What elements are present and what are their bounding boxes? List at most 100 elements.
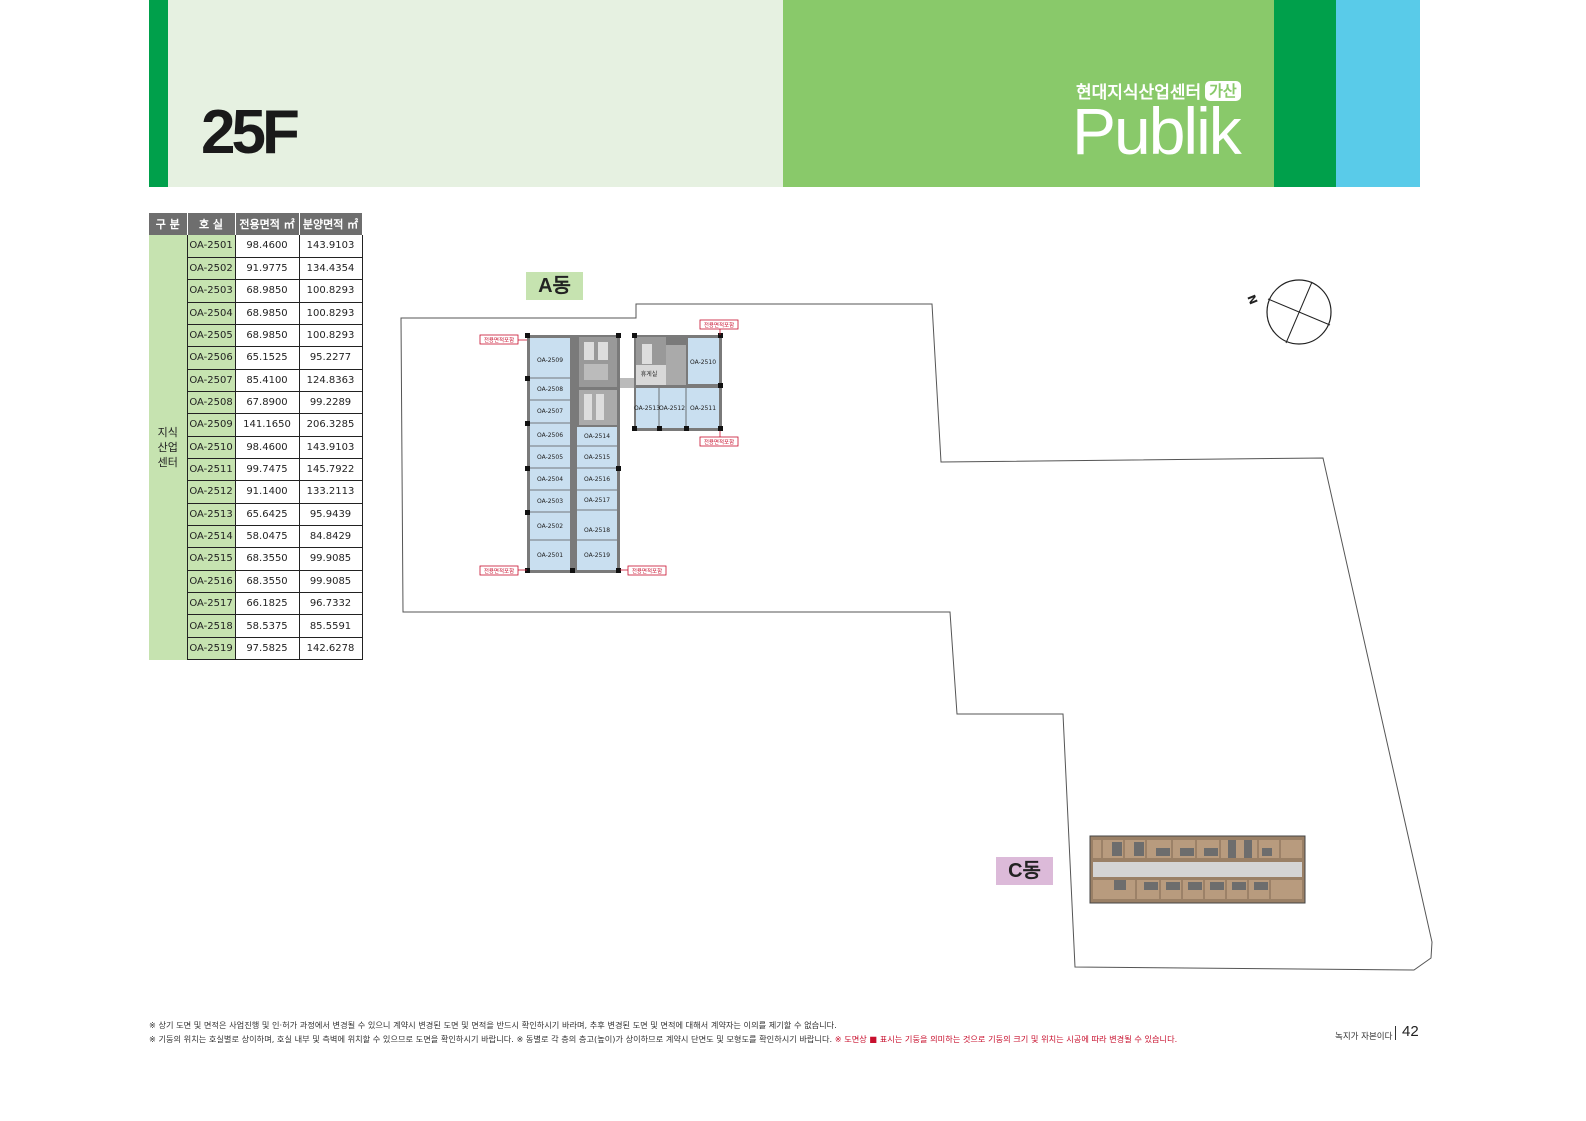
exclusive-area-cell: 98.4600: [235, 436, 300, 459]
site-outline: [400, 303, 1433, 971]
room-cell: OA-2510: [187, 436, 236, 459]
room-cell: OA-2517: [187, 592, 236, 616]
room-cell: OA-2503: [187, 279, 236, 303]
plan-unit-2508: OA-2508: [537, 386, 563, 393]
exclusive-area-cell: 91.9775: [235, 257, 300, 281]
exclusive-area-cell: 67.8900: [235, 391, 300, 415]
exclusive-area-cell: 98.4600: [235, 235, 300, 258]
room-cell: OA-2518: [187, 614, 236, 638]
disclaimer-note-column: ※ 도면상 ■ 표시는 기둥을 의미하는 것으로 기둥의 크기 및 위치는 시공…: [834, 1034, 1178, 1044]
room-cell: OA-2511: [187, 458, 236, 482]
sale-area-cell: 95.9439: [299, 503, 363, 526]
plan-unit-2507: OA-2507: [537, 408, 563, 415]
plan-unit-2505: OA-2505: [537, 454, 563, 461]
room-cell: OA-2507: [187, 369, 236, 392]
building-a-floorplan: OA-2509 OA-2508 OA-2507 OA-2506 OA-2505 …: [479, 319, 739, 576]
room-cell: OA-2519: [187, 637, 236, 661]
compass-icon: N: [1244, 279, 1332, 345]
room-cell: OA-2508: [187, 391, 236, 415]
floor-title: 25F: [201, 98, 300, 167]
sale-area-cell: 84.8429: [299, 525, 363, 549]
footer-slogan: 녹지가 자본이다: [1335, 1032, 1393, 1042]
exclusive-area-cell: 68.3550: [235, 570, 300, 594]
table-header-row: 구 분 호 실 전용면적 ㎡ 분양면적 ㎡: [149, 213, 363, 235]
exclusive-area-cell: 68.9850: [235, 279, 300, 303]
room-cell: OA-2513: [187, 503, 236, 526]
header-brand-panel: [783, 0, 1274, 187]
room-cell: OA-2505: [187, 324, 236, 348]
col-header-room: 호 실: [187, 213, 236, 235]
plan-unit-2515: OA-2515: [584, 454, 610, 461]
room-cell: OA-2516: [187, 570, 236, 594]
sale-area-cell: 145.7922: [299, 458, 363, 482]
sale-area-cell: 206.3285: [299, 413, 363, 437]
brand-subtitle-text: 현대지식산업센터: [1076, 83, 1202, 103]
sale-area-cell: 99.9085: [299, 547, 363, 571]
col-header-category: 구 분: [149, 213, 188, 235]
exclusive-area-cell: 65.6425: [235, 503, 300, 526]
room-cell: OA-2504: [187, 302, 236, 325]
sale-area-cell: 143.9103: [299, 436, 363, 459]
building-a-label: A동: [526, 272, 583, 300]
header-panel: [168, 0, 783, 187]
plan-lounge-label: 휴게실: [641, 370, 658, 378]
room-cell: OA-2512: [187, 480, 236, 504]
plan-unit-2502: OA-2502: [537, 523, 563, 530]
area-tag-5: 전용면적포함: [632, 567, 662, 575]
sale-area-cell: 85.5591: [299, 614, 363, 638]
sale-area-cell: 95.2277: [299, 346, 363, 370]
exclusive-area-cell: 58.0475: [235, 525, 300, 549]
plan-unit-2511: OA-2511: [690, 405, 716, 412]
room-cell: OA-2509: [187, 413, 236, 437]
area-tag-2: 전용면적포함: [704, 321, 734, 329]
building-c-label: C동: [996, 857, 1053, 885]
sale-area-cell: 143.9103: [299, 235, 363, 258]
sale-area-cell: 96.7332: [299, 592, 363, 616]
area-tag-1: 전용면적포함: [484, 336, 514, 344]
exclusive-area-cell: 58.5375: [235, 614, 300, 638]
exclusive-area-cell: 99.7475: [235, 458, 300, 482]
exclusive-area-cell: 97.5825: [235, 637, 300, 661]
plan-unit-2516: OA-2516: [584, 476, 610, 483]
room-cell: OA-2502: [187, 257, 236, 281]
plan-unit-2504: OA-2504: [537, 476, 563, 483]
area-tag-4: 전용면적포함: [484, 567, 514, 575]
room-cell: OA-2515: [187, 547, 236, 571]
exclusive-area-cell: 66.1825: [235, 592, 300, 616]
sale-area-cell: 134.4354: [299, 257, 363, 281]
exclusive-area-cell: 68.9850: [235, 302, 300, 325]
sale-area-cell: 124.8363: [299, 369, 363, 392]
plan-unit-2514: OA-2514: [584, 433, 610, 440]
sale-area-cell: 100.8293: [299, 279, 363, 303]
exclusive-area-cell: 68.3550: [235, 547, 300, 571]
plan-unit-2518: OA-2518: [584, 527, 610, 534]
plan-unit-2503: OA-2503: [537, 498, 563, 505]
plan-unit-2513: OA-2513: [634, 405, 660, 412]
compass-north-label: N: [1244, 293, 1260, 306]
sale-area-cell: 99.2289: [299, 391, 363, 415]
area-tag-3: 전용면적포함: [704, 438, 734, 446]
exclusive-area-cell: 91.1400: [235, 480, 300, 504]
sale-area-cell: 99.9085: [299, 570, 363, 594]
header-accent-cyan: [1336, 0, 1420, 187]
disclaimer-note-2: ※ 기둥의 위치는 호실별로 상이하며, 호실 내부 및 측벽에 위치할 수 있…: [149, 1033, 1177, 1045]
plan-unit-2519: OA-2519: [584, 552, 610, 559]
page-number-divider: [1395, 1026, 1396, 1040]
room-cell: OA-2506: [187, 346, 236, 370]
